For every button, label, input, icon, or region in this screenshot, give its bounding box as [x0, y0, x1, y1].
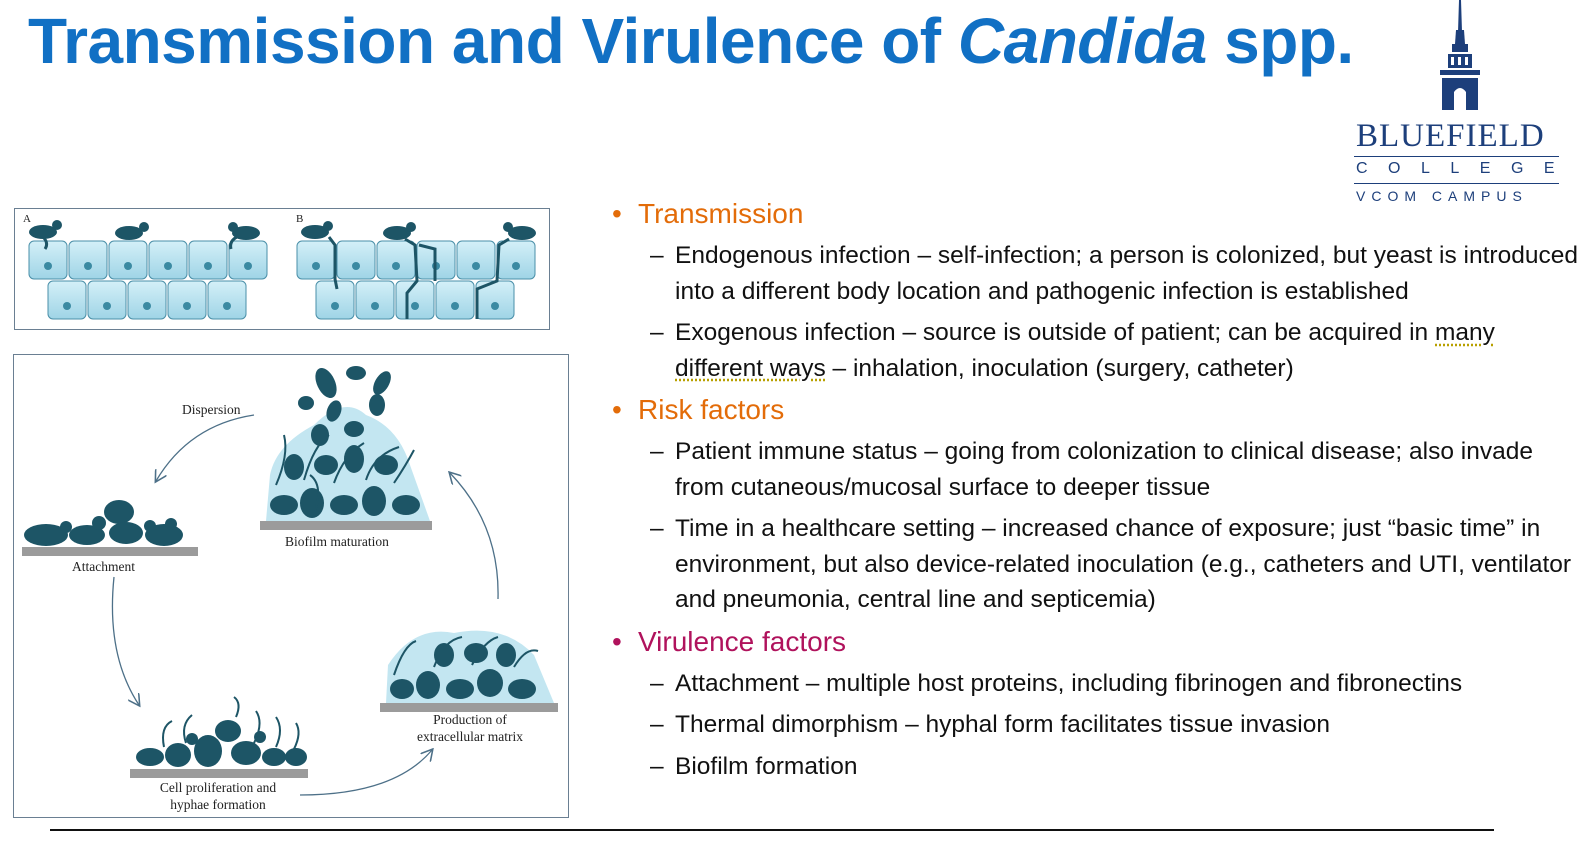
transmission-item-2-end: – inhalation, inoculation (surgery, cath… — [825, 354, 1294, 382]
attachment-stage — [22, 500, 198, 556]
label-matrix-line2: extracellular matrix — [416, 729, 524, 744]
transmission-item-2-text: Exogenous infection – source is outside … — [675, 319, 1435, 346]
logo-rule-bottom — [1354, 183, 1559, 184]
virulence-item-biofilm: –Biofilm formation — [612, 749, 1582, 785]
bullet-dot: • — [612, 198, 622, 229]
label-dispersion: Dispersion — [182, 402, 241, 417]
label-proliferation-line1: Cell proliferation and — [159, 780, 277, 795]
epithelial-invasion-figure: A B — [14, 208, 550, 330]
dash: – — [650, 242, 664, 269]
label-matrix-production: Production of extracellular matrix — [410, 711, 530, 745]
transmission-item-1-text: Endogenous infection – self-infection; a… — [675, 242, 1578, 305]
epithelial-cells-illustration — [28, 220, 536, 320]
title-main: Transmission and Virulence of — [28, 5, 958, 77]
bullet-dot: • — [612, 394, 622, 425]
logo-college: COLLEGE — [1356, 160, 1576, 177]
slide-title: Transmission and Virulence of Candida sp… — [28, 4, 1354, 78]
logo-name: BLUEFIELD — [1356, 118, 1545, 154]
heading-virulence-factors: • Virulence factors — [612, 624, 1582, 660]
bullet-list: •Transmission –Endogenous infection – se… — [612, 196, 1582, 784]
label-matrix-line1: Production of — [433, 712, 507, 727]
dash: – — [650, 752, 664, 780]
risk-item-2-text: Time in a healthcare setting – increased… — [675, 515, 1572, 613]
label-cell-proliferation: Cell proliferation and hyphae formation — [142, 779, 294, 813]
heading-transmission: • Transmission — [612, 196, 1582, 232]
biofilm-maturation-stage — [260, 366, 432, 530]
label-attachment: Attachment — [72, 559, 135, 574]
transmission-item-endogenous: –Endogenous infection – self-infection; … — [612, 238, 1582, 309]
biofilm-cycle-illustration — [22, 366, 558, 796]
transmission-item-exogenous: –Exogenous infection – source is outside… — [612, 315, 1582, 386]
virulence-item-2-text: Thermal dimorphism – hyphal form facilit… — [675, 711, 1330, 738]
panel-a-letter: A — [23, 213, 31, 225]
virulence-item-3-text: Biofilm formation — [675, 752, 858, 780]
transmission-item-2-underlined: many different ways — [675, 319, 1495, 382]
virulence-heading-text: Virulence factors — [638, 625, 847, 657]
title-end: spp. — [1206, 5, 1354, 77]
dash: – — [650, 319, 664, 346]
matrix-production-stage — [380, 630, 558, 712]
logo-campus: VCOM CAMPUS — [1356, 188, 1528, 204]
dash: – — [650, 515, 664, 542]
bullet-dot: • — [612, 625, 622, 657]
dash: – — [650, 438, 664, 465]
label-proliferation-line2: hyphae formation — [170, 797, 266, 812]
dash: – — [650, 711, 664, 738]
risk-heading-text: Risk factors — [638, 394, 785, 425]
bell-tower-icon — [1440, 0, 1480, 110]
label-biofilm-maturation: Biofilm maturation — [285, 534, 389, 549]
logo-rule-top — [1354, 156, 1559, 157]
panel-b-letter: B — [296, 213, 304, 225]
risk-item-immune-status: –Patient immune status – going from colo… — [612, 434, 1582, 505]
footer-rule — [50, 829, 1494, 831]
biofilm-cycle-figure: Dispersion Attachment Biofilm maturation… — [13, 354, 569, 818]
title-italic: Candida — [957, 5, 1207, 77]
virulence-item-attachment: –Attachment – multiple host proteins, in… — [612, 666, 1582, 702]
dash: – — [650, 669, 664, 697]
virulence-item-1-text: Attachment – multiple host proteins, inc… — [675, 669, 1463, 697]
cell-proliferation-stage — [130, 696, 308, 778]
heading-risk-factors: • Risk factors — [612, 392, 1582, 428]
risk-item-healthcare-setting: –Time in a healthcare setting – increase… — [612, 511, 1582, 618]
bluefield-college-logo: BLUEFIELD COLLEGE VCOM CAMPUS — [1350, 0, 1570, 210]
transmission-heading-text: Transmission — [638, 198, 804, 229]
virulence-item-dimorphism: –Thermal dimorphism – hyphal form facili… — [612, 707, 1582, 743]
risk-item-1-text: Patient immune status – going from colon… — [675, 438, 1533, 501]
